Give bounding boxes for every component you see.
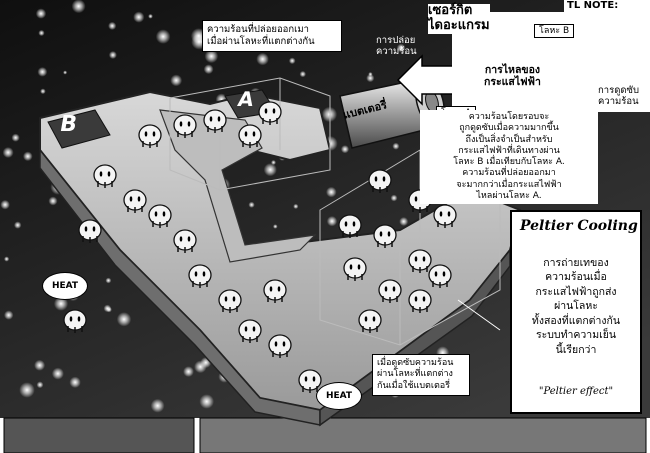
heat-speech-bubble: HEAT (316, 382, 362, 410)
heat-particle (399, 217, 409, 226)
heat-particle (288, 57, 296, 65)
heat-creature (203, 109, 227, 133)
heat-particle (0, 199, 10, 210)
heat-particle (392, 142, 400, 150)
heat-particle (396, 43, 406, 53)
heat-particle (48, 196, 58, 206)
heat-particle (34, 359, 46, 371)
heat-absorb-label: การดูดซับ ความร้อน (598, 85, 640, 108)
heat-particle (271, 160, 276, 165)
heat-particle (321, 106, 338, 123)
heat-particle (14, 221, 22, 229)
heat-particle (273, 224, 278, 229)
peltier-info-box: Peltier Cooling การถ่ายเทของ ความร้อนเมื… (510, 210, 642, 414)
heat-particle (103, 304, 112, 313)
heat-particle (263, 163, 277, 177)
heat-particle (4, 256, 10, 262)
heat-particle (51, 367, 64, 380)
heat-particle (40, 88, 46, 95)
heat-creature (368, 169, 392, 193)
heat-particle (133, 11, 145, 23)
heat-particle (36, 381, 44, 389)
heat-particle (69, 376, 81, 388)
heat-particle (11, 133, 20, 142)
heat-creature (263, 279, 287, 303)
circuit-diagram-title: เซอร์กิต ไดอะแกรม (428, 3, 490, 34)
heat-particle (326, 216, 338, 227)
peltier-body: การถ่ายเทของ ความร้อนเมื่อ กระแสไฟฟ้าถูก… (531, 257, 621, 356)
heat-particle (248, 201, 255, 208)
explanation-caption: ความร้อนโดยรอบจะ ถูกดูดซับเมื่อความมากขึ… (420, 110, 598, 204)
heat-creature (173, 229, 197, 253)
heat-creature (188, 264, 212, 288)
heat-particle (366, 74, 375, 83)
heat-speech-bubble: HEAT (42, 272, 88, 300)
heat-particle (71, 0, 86, 14)
heat-creature (408, 289, 432, 313)
heat-particle (326, 186, 337, 198)
heat-creature (428, 264, 452, 288)
heat-creature (298, 369, 322, 393)
heat-creature (343, 257, 367, 281)
heat-particle (299, 70, 306, 78)
heat-particle (53, 296, 69, 311)
heat-creature (358, 309, 382, 333)
heat-release-label: การปล่อย ความร้อน (376, 35, 417, 57)
heat-particle (105, 277, 112, 284)
heat-particle (19, 382, 35, 398)
heat-particle (150, 398, 165, 413)
metal-b-label: โลหะ B (534, 24, 575, 39)
heat-particle (148, 13, 153, 19)
heat-particle (204, 49, 219, 64)
heat-creature (123, 189, 147, 213)
heat-particle (390, 194, 398, 202)
heat-particle (2, 147, 14, 158)
heat-creature (338, 214, 362, 238)
heat-creature (408, 249, 432, 273)
heat-particle (4, 310, 14, 320)
heat-particle (35, 8, 47, 19)
heat-particle (183, 366, 194, 377)
heat-creature (218, 289, 242, 313)
heat-creature (93, 164, 117, 188)
heat-creature (378, 279, 402, 303)
heat-particle (194, 360, 207, 374)
heat-particle (23, 151, 33, 162)
heat-creature (238, 319, 262, 343)
heat-creature (63, 309, 87, 333)
peltier-title: Peltier Cooling (520, 218, 638, 234)
release-arrow (396, 54, 457, 106)
heat-creature (238, 124, 262, 148)
heat-release-caption: ความร้อนที่ปล่อยออกเมา เมื่อผ่านโลหะที่แ… (202, 20, 342, 52)
heat-particle (199, 394, 214, 409)
heat-creature (433, 204, 457, 228)
heat-particle (116, 312, 132, 327)
heat-particle (203, 64, 214, 75)
heat-creature (373, 224, 397, 248)
heat-particle (293, 203, 299, 209)
peltier-term: "Peltier effect" (538, 386, 614, 397)
heat-particle (108, 51, 117, 59)
heat-particle (256, 52, 269, 66)
heat-creature (258, 101, 282, 125)
heat-creature (268, 334, 292, 358)
heat-creature (173, 114, 197, 138)
heat-particle (155, 29, 171, 44)
heat-particle (340, 145, 350, 154)
heat-particle (170, 74, 183, 87)
current-flow-label: การไหลของ กระแสไฟฟ้า (484, 64, 541, 89)
heat-absorb-caption: เมื่อดูดซับความร้อน ผ่านโลหะที่แตกต่าง ก… (372, 354, 470, 396)
heat-particle (38, 29, 45, 37)
heat-particle (63, 70, 68, 75)
heat-creature (78, 219, 102, 243)
heat-creature (138, 124, 162, 148)
heat-particle (37, 67, 48, 77)
heat-particle (108, 21, 117, 30)
heat-creature (148, 204, 172, 228)
